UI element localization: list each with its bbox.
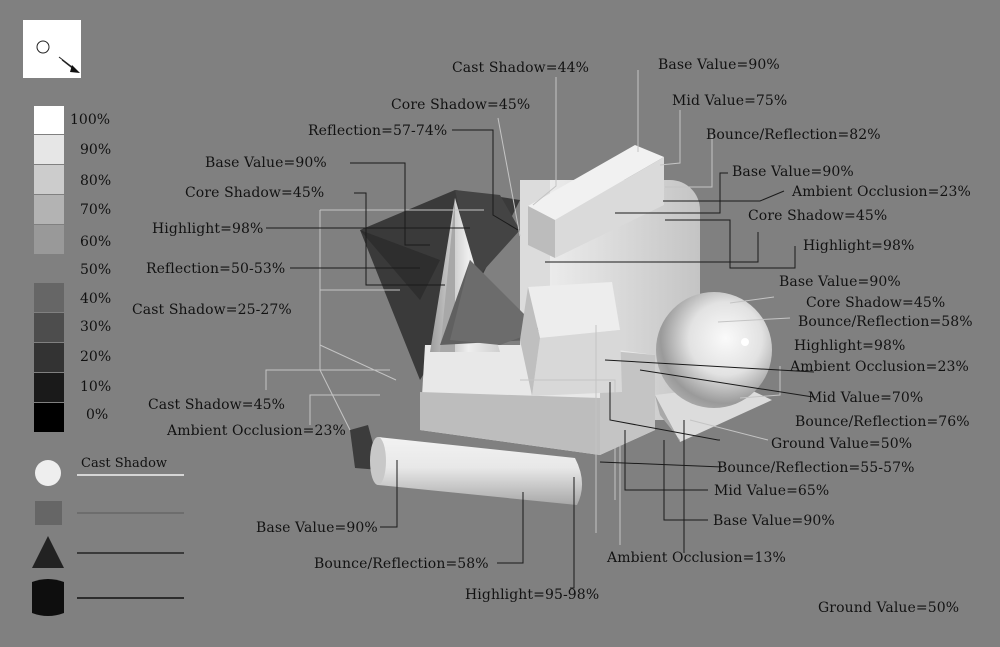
label-highlight-cone: Highlight=98% <box>152 221 264 237</box>
label-ambient-occlusion-left: Ambient Occlusion=23% <box>167 423 346 439</box>
label-highlight-cyl: Highlight=95-98% <box>465 587 600 603</box>
label-base-value-cyl: Base Value=90% <box>256 520 378 536</box>
label-ground-value-corner: Ground Value=50% <box>818 600 960 616</box>
value-scale-label: 40% <box>80 291 112 307</box>
value-scale-label: 100% <box>70 112 111 128</box>
label-ambient-occlusion-bottom: Ambient Occlusion=13% <box>607 550 786 566</box>
label-bounce-box: Bounce/Reflection=82% <box>706 127 881 143</box>
label-base-value-base: Base Value=90% <box>713 513 835 529</box>
label-bounce-cyl: Bounce/Reflection=58% <box>314 556 489 572</box>
pyramid <box>440 260 540 345</box>
label-base-value-cone: Base Value=90% <box>205 155 327 171</box>
label-cast-shadow-left: Cast Shadow=25-27% <box>132 302 292 318</box>
label-core-shadow-top: Core Shadow=45% <box>391 97 531 113</box>
value-scale-label: 20% <box>80 349 112 365</box>
value-scale-label: 70% <box>80 202 112 218</box>
cube <box>520 282 622 396</box>
label-core-shadow-cone: Core Shadow=45% <box>185 185 325 201</box>
legend-shapes <box>32 460 184 616</box>
label-ambient-occlusion-sphere: Ambient Occlusion=23% <box>790 359 969 375</box>
value-scale-label: 30% <box>80 319 112 335</box>
label-highlight-right: Highlight=98% <box>803 238 915 254</box>
label-core-shadow-sphere: Core Shadow=45% <box>806 295 946 311</box>
label-reflection-top: Reflection=57-74% <box>308 123 448 139</box>
cylinder <box>370 437 583 505</box>
label-mid-value-base: Mid Value=65% <box>714 483 830 499</box>
value-scale <box>34 106 64 432</box>
label-base-value-box: Base Value=90% <box>658 57 780 73</box>
label-bounce-tile: Bounce/Reflection=76% <box>795 414 970 430</box>
value-scale-label: 80% <box>80 173 112 189</box>
sphere-group <box>655 292 772 442</box>
value-scale-label: 60% <box>80 234 112 250</box>
label-base-value-right: Base Value=90% <box>732 164 854 180</box>
label-reflection-cone: Reflection=50-53% <box>146 261 286 277</box>
legend-cast-shadow-label: Cast Shadow <box>81 456 168 471</box>
label-core-shadow-right: Core Shadow=45% <box>748 208 888 224</box>
label-bounce-base: Bounce/Reflection=55-57% <box>717 460 915 476</box>
label-bounce-sphere: Bounce/Reflection=58% <box>798 314 973 330</box>
label-cast-shadow-mid: Cast Shadow=45% <box>148 397 285 413</box>
label-cast-shadow-top: Cast Shadow=44% <box>452 60 589 76</box>
label-base-value-sphere: Base Value=90% <box>779 274 901 290</box>
value-scale-label: 50% <box>80 262 112 278</box>
leader-lines <box>265 70 791 545</box>
label-mid-value-sphere: Mid Value=70% <box>808 390 924 406</box>
leader-lines-dark <box>266 129 815 589</box>
label-ambient-occlusion-right: Ambient Occlusion=23% <box>792 184 971 200</box>
value-scale-label: 10% <box>80 379 112 395</box>
label-mid-value-box: Mid Value=75% <box>672 93 788 109</box>
light-direction-icon <box>23 20 81 78</box>
top-box <box>528 145 664 258</box>
label-ground-value-mid: Ground Value=50% <box>771 436 913 452</box>
label-highlight-sphere: Highlight=98% <box>794 338 906 354</box>
value-scale-label: 0% <box>86 407 109 423</box>
value-scale-label: 90% <box>80 142 112 158</box>
